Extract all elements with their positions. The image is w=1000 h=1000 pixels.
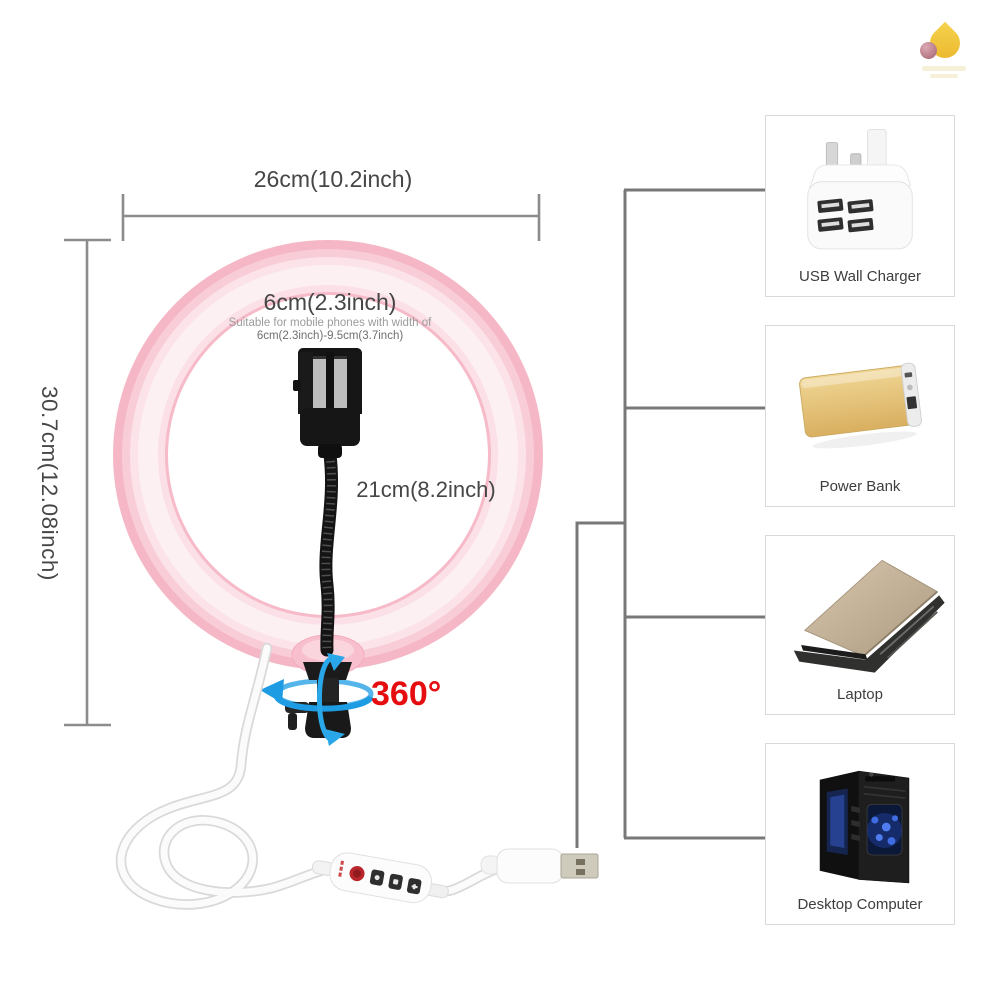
power-source-laptop: Laptop [765, 535, 955, 715]
power-source-desktop-computer: Desktop Computer [765, 743, 955, 925]
usb-plug [480, 848, 599, 884]
rotation-360-label: 360° [371, 675, 442, 713]
outer-height-label: 30.7cm(12.08inch) [37, 386, 62, 581]
source-label: Desktop Computer [797, 896, 923, 913]
power-bank-icon [799, 362, 922, 449]
laptop-icon [793, 559, 945, 673]
rotation-arrows [260, 653, 374, 746]
power-source-usb-wall-charger: USB Wall Charger [765, 115, 955, 297]
inner-width-label: 21cm(8.2inch) [356, 477, 496, 502]
width-dimension-line [121, 194, 541, 241]
gooseneck-arm [319, 448, 339, 657]
pearl-logo-icon [920, 42, 937, 59]
usb-wall-charger-icon [807, 129, 913, 250]
source-label: USB Wall Charger [799, 268, 921, 285]
source-label: Power Bank [819, 478, 901, 495]
clip-note-line1: Suitable for mobile phones with width of [228, 317, 432, 329]
outer-width-label: 26cm(10.2inch) [253, 166, 413, 192]
phone-clip [293, 348, 362, 458]
clip-note-line2: 6cm(2.3inch)-9.5cm(3.7inch) [256, 330, 404, 342]
height-dimension-line [64, 238, 111, 727]
clip-width-label: 6cm(2.3inch) [263, 289, 397, 315]
power-source-power-bank: Power Bank [765, 325, 955, 507]
desktop-computer-icon [819, 770, 910, 884]
connector-lines [575, 188, 765, 848]
source-label: Laptop [837, 686, 883, 703]
inline-controller [311, 852, 449, 904]
brand-watermark [916, 20, 972, 82]
